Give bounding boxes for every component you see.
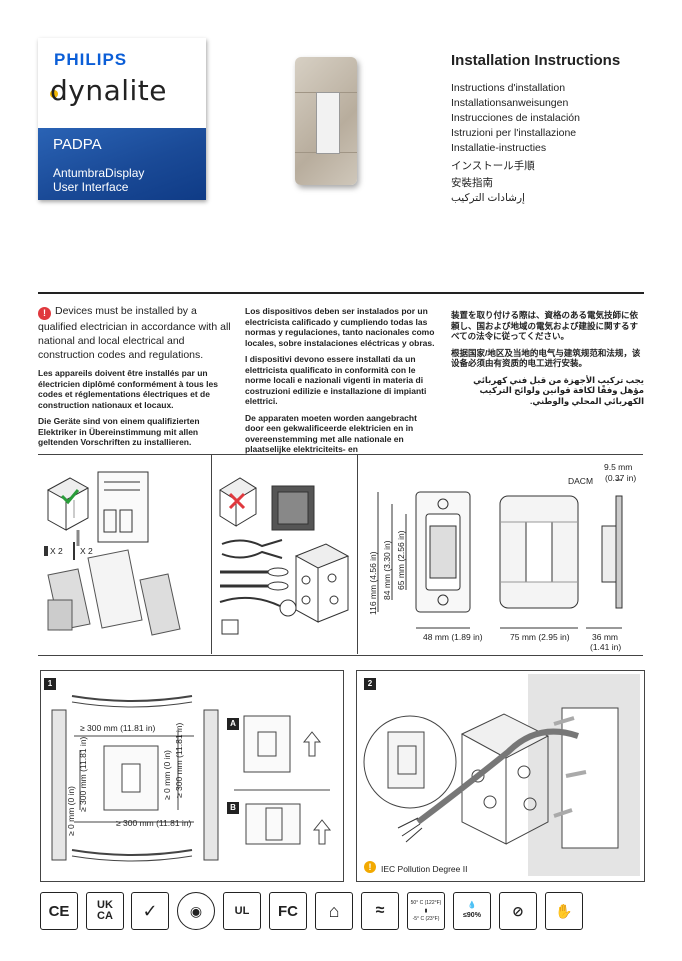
lang-title: Instructions d'installation — [451, 82, 566, 94]
humidity-icon: 💧≤90% — [453, 892, 491, 930]
product-code: PADPA — [53, 136, 102, 153]
dimension-drawing — [377, 479, 623, 629]
dynalite-logo: dynalite — [50, 74, 168, 107]
pollution-note: IEC Pollution Degree II — [381, 864, 468, 874]
dynalite-dot-icon — [50, 90, 58, 98]
lang-title: Installatie-instructies — [451, 142, 547, 154]
warning-text: I dispositivi devono essere installati d… — [245, 354, 427, 406]
bottom-clearance: ≥ 300 mm (11.81 in) — [116, 818, 192, 828]
right-clearance-a: ≥ 0 mm (0 in) — [162, 749, 172, 800]
step-1-number: 1 — [44, 678, 56, 690]
dacm-label: DACM — [568, 476, 594, 486]
height-mid-dim: 84 mm (3.30 in) — [382, 540, 392, 600]
step-1-panel — [40, 670, 344, 882]
right-clearance-b: ≥ 300 mm (11.81 in) — [174, 722, 184, 798]
screw-qty: X 2 — [50, 546, 63, 556]
fcc-mark-icon: FC — [269, 892, 307, 930]
divider — [38, 292, 644, 294]
tools-illustration — [219, 477, 350, 635]
product-line-1: AntumbraDisplay — [53, 166, 145, 180]
width-front-dim: 75 mm (2.95 in) — [510, 632, 570, 642]
ul-mark-icon: UL — [223, 892, 261, 930]
kit-contents-illustration — [44, 471, 181, 636]
lang-title: Installationsanweisungen — [451, 97, 569, 109]
left-clearance-a: ≥ 0 mm (0 in) — [66, 785, 76, 836]
option-b-label: B — [227, 802, 239, 814]
warning-text: Devices must be installed by a qualified… — [38, 305, 231, 361]
depth-dim: 9.5 mm — [604, 462, 633, 472]
warning-text: Los dispositivos deben ser instalados po… — [245, 306, 435, 348]
warning-text: Die Geräte sind von einem qualifizierten… — [38, 416, 200, 447]
warning-column-3: 装置を取り付ける際は、資格のある電気技師に依頼し、国および地域の電気および建設に… — [451, 310, 644, 412]
warning-column-1: !Devices must be installed by a qualifie… — [38, 304, 233, 454]
temperature-range-icon: 50° C (122°F)▮-5° C (23°F) — [407, 892, 445, 930]
display-window — [316, 92, 340, 154]
warning-text: 装置を取り付ける際は、資格のある電気技師に依頼し、国および地域の電気および建設に… — [451, 310, 639, 341]
lang-title: Istruzioni per l'installazione — [451, 127, 577, 139]
height-inner-dim: 65 mm (2.56 in) — [396, 530, 406, 590]
cb-mark-icon: ◉ — [177, 892, 215, 930]
width-back-dim: 48 mm (1.89 in) — [423, 632, 483, 642]
side-depth-dim-in: (1.41 in) — [590, 642, 622, 652]
ce-mark-icon: CE — [40, 892, 78, 930]
clearance-diagram — [51, 695, 332, 862]
product-panel-image — [295, 57, 357, 185]
height-total-dim: 116 mm (4.56 in) — [368, 551, 378, 615]
depth-dim-in: (0.37 in) — [605, 473, 637, 483]
indoor-use-icon: ⌂ — [315, 892, 353, 930]
no-spray-icon: ⊘ — [499, 892, 537, 930]
warning-icon: ! — [364, 861, 376, 873]
lang-title: إرشادات التركيب — [451, 192, 525, 204]
brand-card: PHILIPS dynalite PADPA AntumbraDisplay U… — [38, 38, 206, 200]
warning-text: 根据国家/地区及当地的电气与建筑规范和法规，该设备必须由有资质的电工进行安装。 — [451, 347, 641, 369]
option-a-label: A — [227, 718, 239, 730]
warning-text: Les appareils doivent être installés par… — [38, 368, 218, 410]
left-clearance-b: ≥ 300 mm (11.81 in) — [78, 736, 88, 812]
heat-waves-icon: ≈ — [361, 892, 399, 930]
lang-title: Instrucciones de instalación — [451, 112, 580, 124]
wipe-clean-icon: ✋ — [545, 892, 583, 930]
warning-text: يجب تركيب الأجهزة من قبل فني كهربائي مؤه… — [473, 374, 644, 406]
wiring-illustration — [363, 674, 640, 876]
side-depth-dim: 36 mm — [592, 632, 618, 642]
page-title: Installation Instructions — [451, 52, 621, 69]
anchor-qty: X 2 — [80, 546, 93, 556]
product-line-2: User Interface — [53, 180, 129, 194]
step-2-number: 2 — [364, 678, 376, 690]
top-clearance: ≥ 300 mm (11.81 in) — [80, 723, 156, 733]
rcm-mark-icon: ✓ — [131, 892, 169, 930]
warning-column-2: Los dispositivos deben ser instalados po… — [245, 306, 435, 471]
philips-logo: PHILIPS — [54, 50, 128, 69]
lang-title: インストール手順 — [451, 160, 535, 172]
lang-title: 安裝指南 — [451, 177, 493, 189]
warning-icon: ! — [38, 307, 51, 320]
